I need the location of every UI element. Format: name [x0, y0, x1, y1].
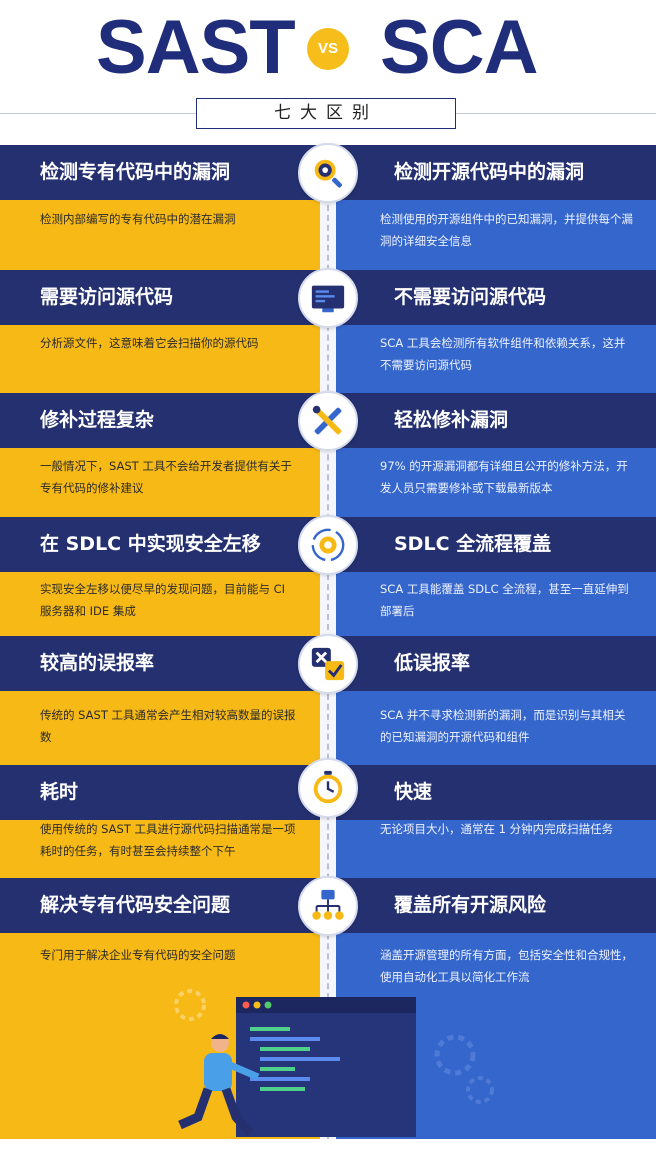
- wrench-screwdriver-icon: [298, 391, 358, 451]
- row5-left-desc: 传统的 SAST 工具通常会产生相对较高数量的误报数: [40, 708, 296, 744]
- row2-left-desc: 分析源文件，这意味着它会扫描你的源代码: [40, 336, 259, 350]
- row3-left-band: 修补过程复杂: [0, 393, 320, 448]
- sca-title: SCA: [380, 5, 538, 90]
- row4-right-title: SDLC 全流程覆盖: [394, 533, 552, 555]
- row6-left-band: 耗时: [0, 765, 320, 820]
- row6-right-desc: 无论项目大小，通常在 1 分钟内完成扫描任务: [380, 822, 614, 836]
- code-window: [236, 997, 416, 1137]
- row2-left-title: 需要访问源代码: [40, 286, 174, 308]
- row1-right-title: 检测开源代码中的漏洞: [394, 161, 585, 183]
- row6-left-desc: 使用传统的 SAST 工具进行源代码扫描通常是一项耗时的任务，有时甚至会持续整个…: [40, 822, 296, 858]
- row6-right-band: 快速: [336, 765, 656, 820]
- row7-left-desc: 专门用于解决企业专有代码的安全问题: [40, 948, 236, 962]
- developer-illustration: [174, 989, 494, 1137]
- row1-right-band: 检测开源代码中的漏洞: [336, 145, 656, 200]
- row5-right-title: 低误报率: [394, 652, 471, 674]
- row2-left-band: 需要访问源代码: [0, 270, 320, 325]
- row3-right-band: 轻松修补漏洞: [336, 393, 656, 448]
- magnifier-gear-icon: [298, 143, 358, 203]
- vs-badge: VS: [307, 28, 349, 70]
- header: SAST VS SCA 七大区别: [0, 0, 656, 145]
- row4-left-title: 在 SDLC 中实现安全左移: [40, 533, 261, 555]
- row4-left-desc: 实现安全左移以便尽早的发现问题，目前能与 CI 服务器和 IDE 集成: [40, 582, 286, 618]
- row6-right-title: 快速: [394, 781, 433, 803]
- row7-right-band: 覆盖所有开源风险: [336, 878, 656, 933]
- row2-right-desc: SCA 工具会检测所有软件组件和依赖关系，这并不需要访问源代码: [380, 336, 626, 372]
- row3-right-title: 轻松修补漏洞: [394, 409, 509, 431]
- sast-title: SAST: [96, 5, 296, 90]
- row7-left-title: 解决专有代码安全问题: [40, 894, 231, 916]
- cross-check-icon: [298, 634, 358, 694]
- row3-right-desc: 97% 的开源漏洞都有详细且公开的修补方法，开发人员只需要修补或下载最新版本: [380, 459, 628, 495]
- gear-decoration-icon: [174, 989, 494, 1104]
- row5-left-title: 较高的误报率: [40, 652, 155, 674]
- gear-cycle-icon: [298, 515, 358, 575]
- row1-left-desc: 检测内部编写的专有代码中的潜在漏洞: [40, 212, 236, 226]
- row7-left-band: 解决专有代码安全问题: [0, 878, 320, 933]
- clock-icon: [298, 758, 358, 818]
- row3-left-desc: 一般情况下，SAST 工具不会给开发者提供有关于专有代码的修补建议: [40, 459, 292, 495]
- developer-figure: [178, 1034, 260, 1136]
- row7-right-desc: 涵盖开源管理的所有方面，包括安全性和合规性，使用自动化工具以简化工作流: [380, 948, 633, 984]
- row6-left-title: 耗时: [40, 781, 79, 803]
- row5-right-band: 低误报率: [336, 636, 656, 691]
- row7-right-title: 覆盖所有开源风险: [394, 894, 547, 916]
- row1-left-band: 检测专有代码中的漏洞: [0, 145, 320, 200]
- row2-right-title: 不需要访问源代码: [394, 286, 547, 308]
- row2-right-band: 不需要访问源代码: [336, 270, 656, 325]
- row3-left-title: 修补过程复杂: [40, 409, 155, 431]
- row5-right-desc: SCA 并不寻求检测新的漏洞，而是识别与其相关的已知漏洞的开源代码和组件: [380, 708, 626, 744]
- row4-left-band: 在 SDLC 中实现安全左移: [0, 517, 320, 572]
- network-flow-icon: [298, 876, 358, 936]
- subtitle: 七大区别: [196, 98, 456, 129]
- row1-right-desc: 检测使用的开源组件中的已知漏洞，并提供每个漏洞的详细安全信息: [380, 212, 633, 248]
- row5-left-band: 较高的误报率: [0, 636, 320, 691]
- row4-right-desc: SCA 工具能覆盖 SDLC 全流程，甚至一直延伸到部署后: [380, 582, 629, 618]
- row1-left-title: 检测专有代码中的漏洞: [40, 161, 231, 183]
- code-screen-icon: [298, 268, 358, 328]
- row4-right-band: SDLC 全流程覆盖: [336, 517, 656, 572]
